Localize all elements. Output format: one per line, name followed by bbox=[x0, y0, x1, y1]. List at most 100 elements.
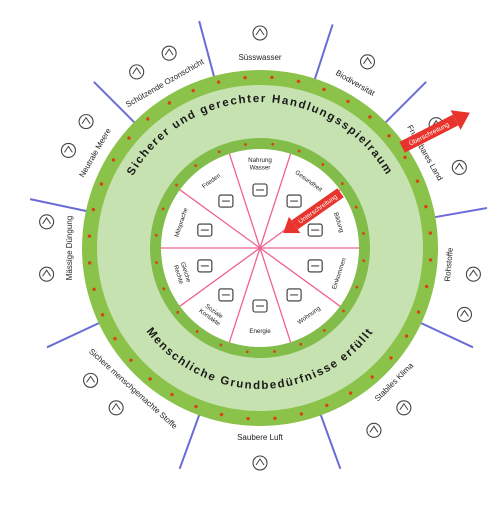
ring-marker bbox=[217, 150, 221, 154]
ring-marker bbox=[297, 149, 301, 153]
ring-marker bbox=[176, 310, 180, 314]
umbrella-icon bbox=[161, 45, 177, 61]
ring-marker bbox=[244, 143, 247, 146]
ring-marker bbox=[273, 350, 276, 353]
sofa-icon bbox=[286, 288, 302, 302]
ring-marker bbox=[148, 377, 152, 381]
brick-icon bbox=[465, 266, 481, 282]
segment-label: Energie bbox=[249, 328, 271, 335]
ring-marker bbox=[162, 287, 166, 291]
ring-marker bbox=[194, 164, 198, 168]
ring-marker bbox=[362, 232, 365, 235]
boundary-line bbox=[383, 81, 427, 125]
spoke-line bbox=[259, 153, 292, 249]
segment-label-word: Energie bbox=[249, 328, 271, 335]
koala-icon bbox=[359, 54, 376, 70]
ring-marker bbox=[87, 234, 92, 238]
ring-marker bbox=[195, 330, 199, 333]
outer-label: Süsswasser bbox=[238, 53, 281, 62]
spoke-line bbox=[259, 247, 341, 307]
ring-marker bbox=[355, 285, 359, 289]
ring-marker bbox=[219, 412, 224, 417]
boundary-lines bbox=[29, 20, 487, 470]
faucet-icon bbox=[252, 25, 268, 41]
ring-marker bbox=[191, 88, 195, 93]
ring-marker bbox=[194, 404, 198, 409]
ring-marker bbox=[403, 155, 407, 160]
photo-icon bbox=[218, 288, 234, 302]
doctor-icon bbox=[286, 194, 302, 208]
boundary-line bbox=[419, 321, 474, 349]
ring-marker bbox=[296, 79, 301, 84]
ring-marker bbox=[127, 136, 131, 140]
handshake-icon bbox=[218, 194, 234, 208]
boundary-line bbox=[29, 198, 89, 213]
factory-icon bbox=[252, 455, 268, 471]
ring-marker bbox=[99, 182, 104, 186]
ring-marker bbox=[428, 231, 433, 235]
ring-marker bbox=[246, 416, 250, 421]
ring-marker bbox=[415, 179, 420, 183]
ring-marker bbox=[87, 261, 92, 265]
segment-label-word: Nahrung bbox=[248, 157, 272, 164]
boundary-line bbox=[198, 20, 216, 79]
boundary-line bbox=[46, 321, 101, 349]
coins-icon bbox=[307, 259, 323, 273]
ring-marker bbox=[322, 328, 326, 332]
ring-marker bbox=[146, 117, 150, 121]
ring-marker bbox=[322, 87, 326, 92]
ring-marker bbox=[170, 392, 174, 397]
ring-marker bbox=[100, 313, 105, 317]
compost-bin-icon bbox=[39, 266, 55, 282]
boundary-line bbox=[313, 24, 334, 81]
ring-marker bbox=[299, 412, 304, 416]
ring-marker bbox=[111, 158, 116, 162]
ring-marker bbox=[175, 183, 178, 187]
radiation-icon bbox=[83, 372, 99, 388]
spoke-line bbox=[228, 153, 261, 249]
globe-icon bbox=[366, 422, 382, 438]
ring-marker bbox=[245, 350, 249, 354]
ring-marker bbox=[362, 259, 366, 263]
ring-marker bbox=[428, 258, 433, 262]
spoke-line bbox=[179, 247, 261, 307]
pencil-icon bbox=[307, 223, 323, 237]
segment-label-word: Wasser bbox=[250, 165, 271, 172]
boundary-line bbox=[433, 206, 487, 219]
plate-cutlery-icon bbox=[252, 183, 268, 197]
ring-marker bbox=[91, 207, 96, 212]
spoke-line bbox=[179, 189, 261, 249]
ring-marker bbox=[243, 75, 247, 80]
ring-marker bbox=[321, 163, 325, 166]
boundary-line bbox=[93, 81, 137, 125]
ring-marker bbox=[404, 334, 409, 338]
ring-marker bbox=[271, 142, 275, 146]
ring-marker bbox=[161, 207, 165, 211]
speech-icon bbox=[197, 223, 213, 237]
ring-marker bbox=[129, 358, 133, 362]
ring-marker bbox=[113, 336, 117, 341]
ring-marker bbox=[167, 101, 172, 105]
sun-icon bbox=[129, 64, 145, 80]
ring-marker bbox=[424, 284, 429, 289]
washing-machine-icon bbox=[108, 400, 124, 416]
leaf-bulb-icon bbox=[252, 299, 268, 313]
thermometer-icon bbox=[396, 400, 412, 416]
ring-marker bbox=[219, 343, 223, 347]
outer-label: Rohstoffe bbox=[443, 247, 455, 282]
wave-icon bbox=[60, 142, 76, 158]
ring-marker bbox=[416, 310, 421, 314]
mine-cart-icon bbox=[456, 306, 473, 322]
ring-marker bbox=[368, 115, 372, 119]
ring-marker bbox=[348, 391, 353, 395]
ring-marker bbox=[299, 342, 303, 346]
ring-marker bbox=[155, 261, 158, 264]
outer-icons bbox=[39, 25, 481, 471]
outer-label: Saubere Luft bbox=[237, 433, 284, 442]
ring-marker bbox=[387, 134, 391, 138]
ring-marker bbox=[370, 375, 374, 379]
ring-markers bbox=[87, 75, 433, 421]
